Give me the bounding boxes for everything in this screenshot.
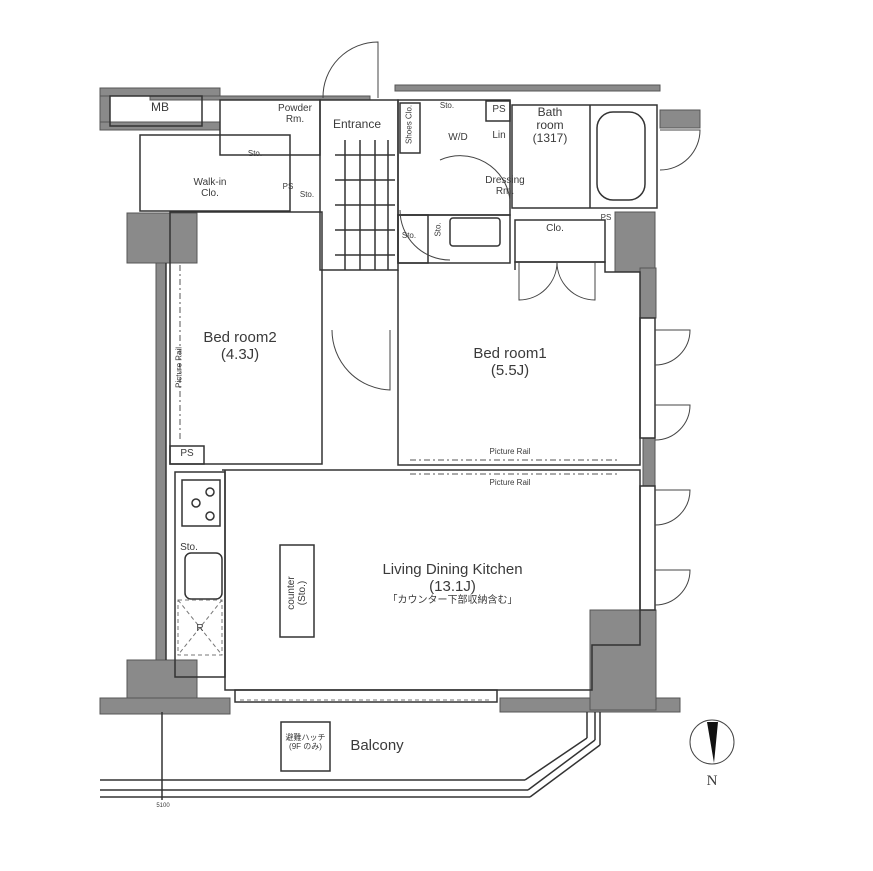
room-label-powder-room: Powder Rm.: [270, 103, 320, 125]
counter-line2: (Sto.): [297, 580, 308, 606]
ldk-name: Living Dining Kitchen: [382, 561, 523, 578]
walk-in-clo-line2: Clo.: [201, 188, 219, 199]
powder-room-line2: Rm.: [285, 114, 305, 125]
dashed-storage: [177, 599, 490, 701]
room-label-clo: Clo.: [546, 223, 564, 234]
dressing-room-line2: Rm.: [495, 186, 515, 197]
room-label-sto-mid: Sto.: [299, 190, 315, 199]
hatch-line1: 避難ハッチ: [285, 733, 326, 742]
compass-north-label: N: [706, 773, 718, 789]
dimension-mark: 5100: [156, 803, 170, 809]
room-label-dressing-room: Dressing Rm.: [475, 175, 535, 197]
bedroom2-name: Bed room2: [203, 329, 277, 346]
room-label-balcony: Balcony: [350, 737, 404, 754]
structural-walls: [99, 84, 701, 715]
interior-lines: [100, 95, 658, 800]
room-label-ps-right: PS: [600, 213, 612, 222]
room-label-sto-top: Sto.: [439, 101, 455, 110]
bedroom1-name: Bed room1: [473, 345, 547, 362]
room-label-mb: MB: [151, 100, 169, 114]
ldk-size: (13.1J): [429, 577, 476, 595]
room-label-entrance: Entrance: [332, 117, 382, 131]
room-label-bath-room: Bath room (1317): [520, 105, 580, 146]
bath-room-line2: room: [536, 118, 564, 133]
bath-room-line1: Bath: [537, 105, 563, 119]
picture-rail-label-bedroom1: Picture Rail: [489, 447, 531, 456]
bath-room-line3: (1317): [532, 131, 568, 146]
room-label-bedroom1: Bed room1 (5.5J): [455, 345, 565, 379]
room-label-sto-corridor: Sto.: [401, 231, 417, 240]
compass: [689, 719, 735, 765]
room-label-walk-in-clo: Walk-in Clo.: [180, 177, 240, 199]
room-label-lin: Lin: [492, 130, 506, 141]
counter-line1: counter: [286, 576, 297, 610]
ldk-note: 「カウンター下部収納含む」: [387, 595, 518, 606]
room-label-ldk: Living Dining Kitchen (13.1J) 「カウンター下部収納…: [350, 561, 555, 606]
hatch-label: 避難ハッチ (9F のみ): [281, 733, 330, 752]
hatch-line2: (9F のみ): [289, 741, 322, 751]
dressing-room-line1: Dressing: [485, 175, 525, 186]
room-label-ps-top: PS: [492, 104, 506, 115]
picture-rail-label-left: Picture Rail: [174, 346, 184, 388]
room-label-bedroom2: Bed room2 (4.3J): [190, 329, 290, 363]
bedroom1-size: (5.5J): [490, 361, 530, 379]
walk-in-clo-line1: Walk-in: [193, 177, 227, 188]
room-label-fridge: R: [196, 623, 204, 634]
room-label-sto-powder: Sto.: [247, 149, 263, 158]
room-label-sto-kitchen: Sto.: [180, 542, 198, 553]
picture-rail-label-ldk: Picture Rail: [489, 478, 531, 487]
powder-room-line1: Powder: [278, 103, 312, 114]
picture-rails: [179, 265, 620, 475]
room-label-ps-mid: PS: [282, 182, 294, 191]
room-label-sto-sink: Sto.: [433, 222, 443, 237]
counter-label: counter (Sto.): [286, 558, 308, 628]
room-label-shoes-clo: Shoes Clo.: [404, 104, 414, 144]
room-label-ps-kitchen: PS: [180, 448, 194, 459]
bedroom2-size: (4.3J): [220, 345, 260, 363]
room-label-wd: W/D: [448, 132, 468, 143]
door-swings: [322, 41, 701, 606]
